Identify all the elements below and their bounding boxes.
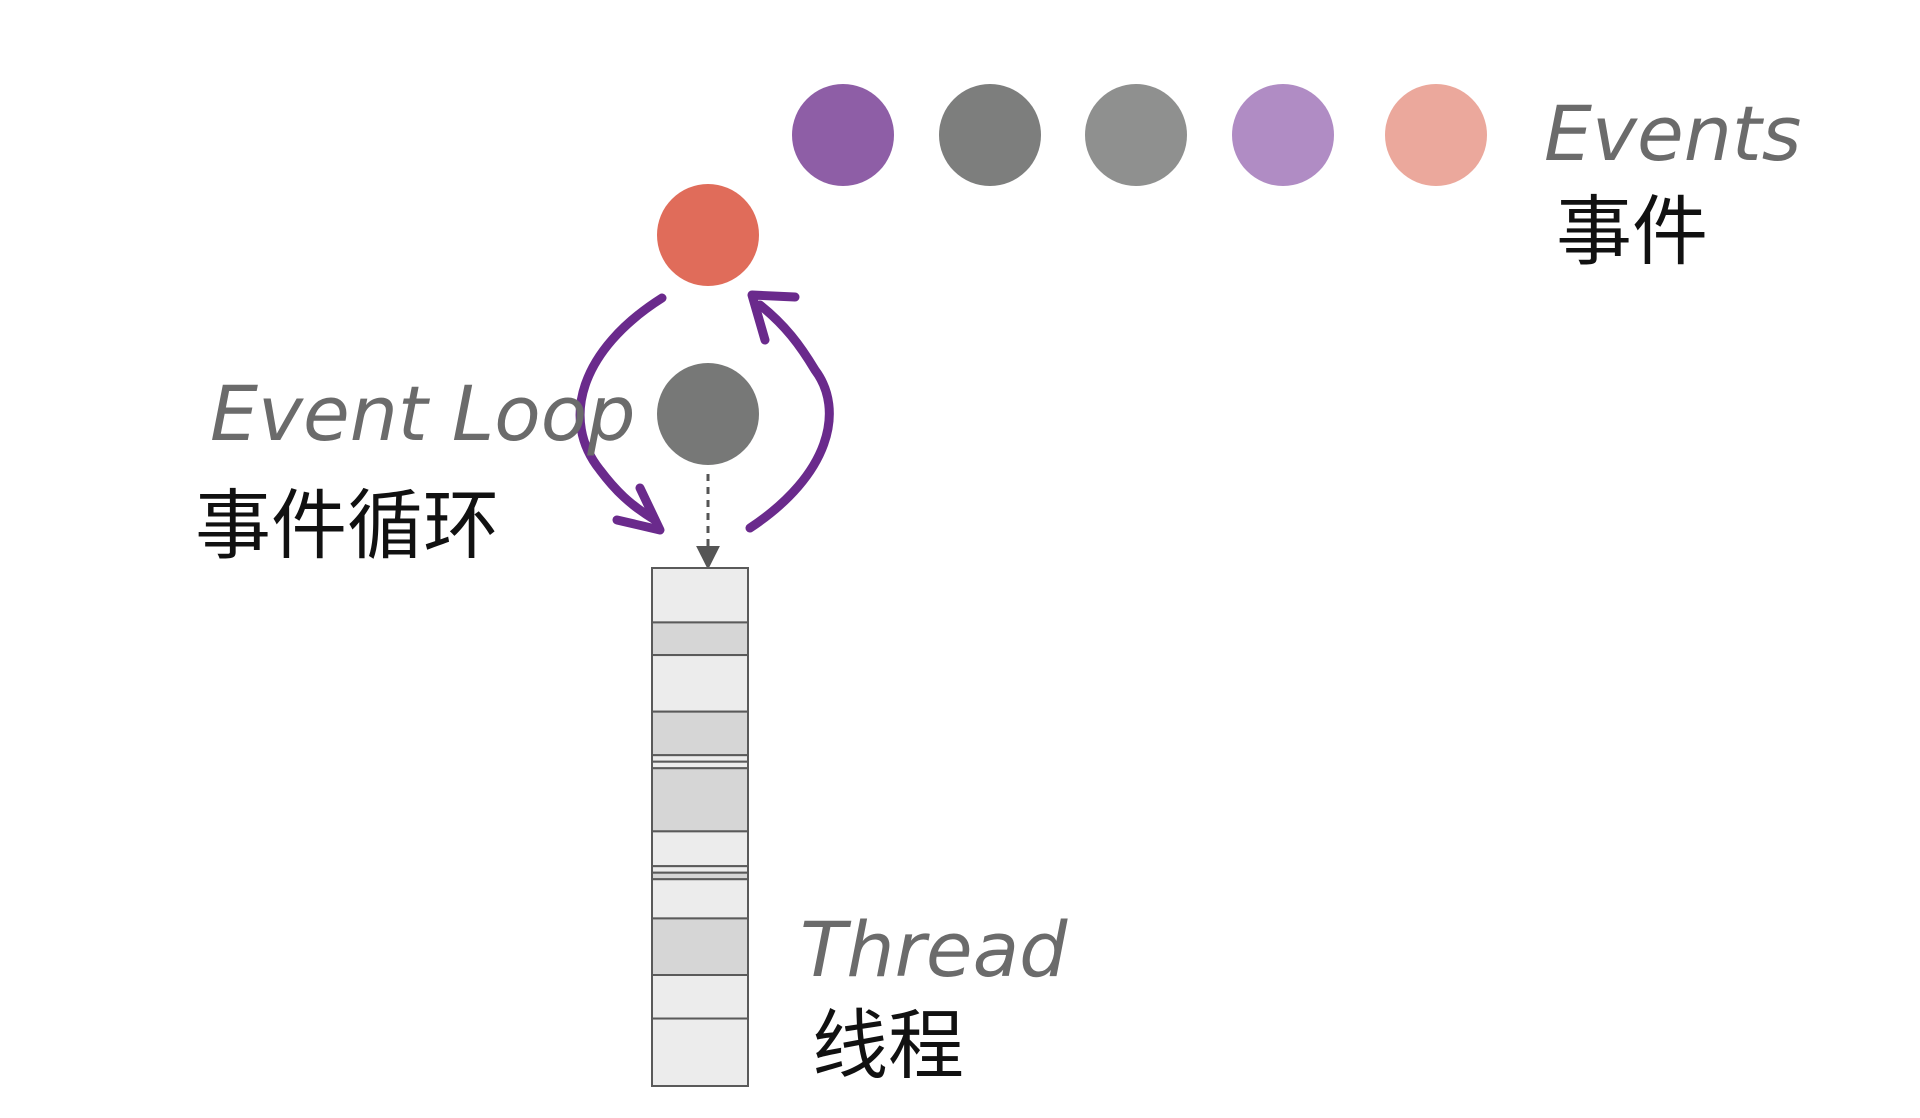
thread-block bbox=[651, 710, 749, 757]
queued-event-5 bbox=[1385, 84, 1487, 186]
thread-block bbox=[651, 1017, 749, 1088]
loop-arrow-right bbox=[745, 300, 834, 533]
events-label-en: Events bbox=[1544, 89, 1801, 178]
thread-block bbox=[651, 621, 749, 657]
thread-block bbox=[651, 917, 749, 976]
queued-event-3 bbox=[1085, 84, 1187, 186]
events-label-zh: 事件 bbox=[1556, 187, 1708, 276]
queued-event-4 bbox=[1232, 84, 1334, 186]
thread-block bbox=[651, 878, 749, 920]
loop-arrow-left-head bbox=[612, 483, 665, 535]
thread-column bbox=[651, 567, 749, 1088]
thread-block bbox=[651, 567, 749, 624]
loop-arrow-left bbox=[575, 293, 667, 525]
current-event bbox=[657, 184, 759, 286]
thread-block bbox=[651, 767, 749, 833]
queued-event-2 bbox=[939, 84, 1041, 186]
thread-block bbox=[651, 830, 749, 868]
thread-block bbox=[651, 654, 749, 713]
loop-arrow-right-head bbox=[747, 290, 800, 345]
thread-label-zh: 线程 bbox=[812, 1001, 964, 1090]
queued-event-1 bbox=[792, 84, 894, 186]
thread-block bbox=[651, 974, 749, 1020]
event-loop-label-zh: 事件循环 bbox=[195, 481, 499, 570]
event-queue bbox=[792, 84, 1487, 186]
thread-label-en: Thread bbox=[800, 905, 1068, 994]
event-loop-core bbox=[657, 363, 759, 465]
loop-arrows bbox=[575, 290, 834, 535]
event-loop-label-en: Event Loop bbox=[210, 369, 635, 458]
